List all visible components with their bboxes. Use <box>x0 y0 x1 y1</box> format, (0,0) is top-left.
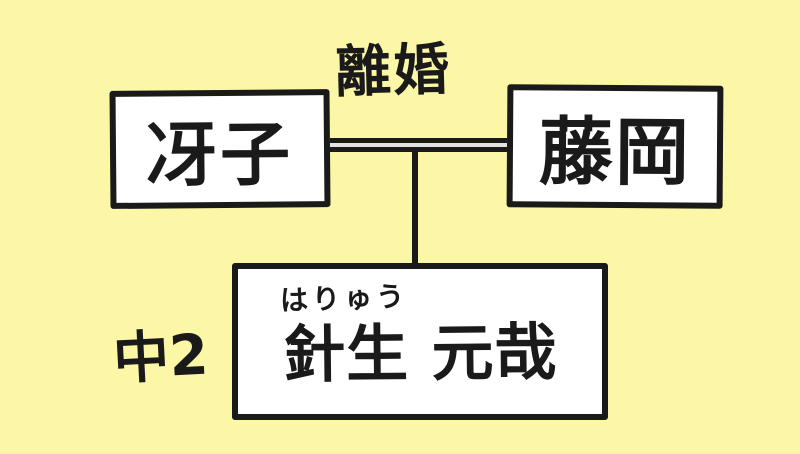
father-node: 藤岡 <box>506 84 724 209</box>
mother-node: 冴子 <box>109 89 331 209</box>
father-name-label: 藤岡 <box>538 109 692 197</box>
child-grade-label: 中2 <box>111 322 210 393</box>
divorce-label: 離婚 <box>334 37 452 106</box>
mother-name-label: 冴子 <box>145 112 295 197</box>
child-name-furigana: はりゅう <box>279 279 409 318</box>
divorced-marriage-double-line <box>330 138 507 152</box>
child-name-label: 針生 元哉 <box>282 315 558 392</box>
child-node: はりゅう 針生 元哉 <box>232 263 608 420</box>
parent-child-connector-line <box>412 150 418 266</box>
